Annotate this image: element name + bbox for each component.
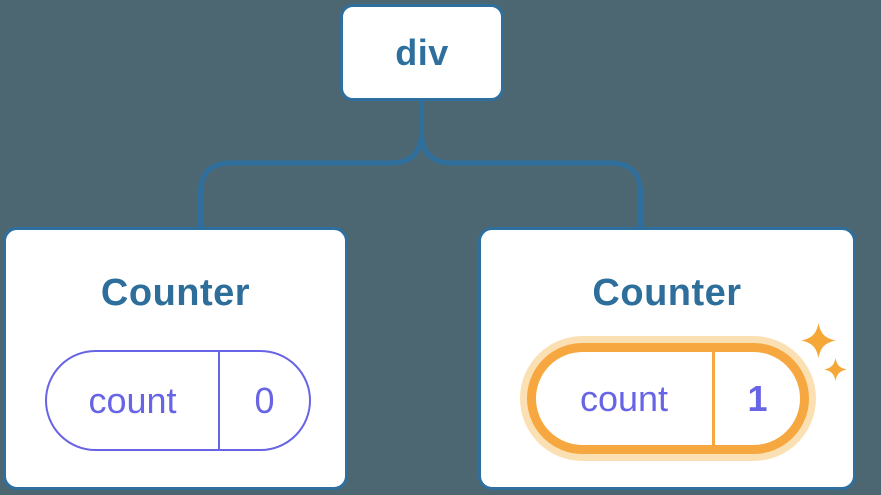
counter-card-right: Counter count 1: [478, 227, 856, 490]
state-pill-count-0: count 0: [45, 350, 311, 451]
state-value: 0: [254, 379, 275, 421]
state-pill-divider: [712, 352, 715, 445]
counter-card-title: Counter: [100, 272, 251, 314]
sparkle-icon: [801, 323, 836, 358]
state-value: 1: [747, 377, 768, 419]
counter-card-left: Counter count 0: [3, 227, 348, 490]
state-pill-count-1-highlighted: count 1: [527, 343, 809, 454]
connector-root-to-left-child: [198, 100, 424, 229]
connector-root-to-right-child: [419, 131, 643, 229]
sparkle-icon: [824, 358, 847, 381]
state-label: count: [579, 377, 669, 419]
root-node-div: div: [340, 4, 504, 101]
state-label: count: [88, 379, 177, 421]
counter-card-title: Counter: [592, 272, 742, 314]
root-node-label: div: [395, 31, 449, 73]
state-pill-divider: [218, 352, 220, 449]
